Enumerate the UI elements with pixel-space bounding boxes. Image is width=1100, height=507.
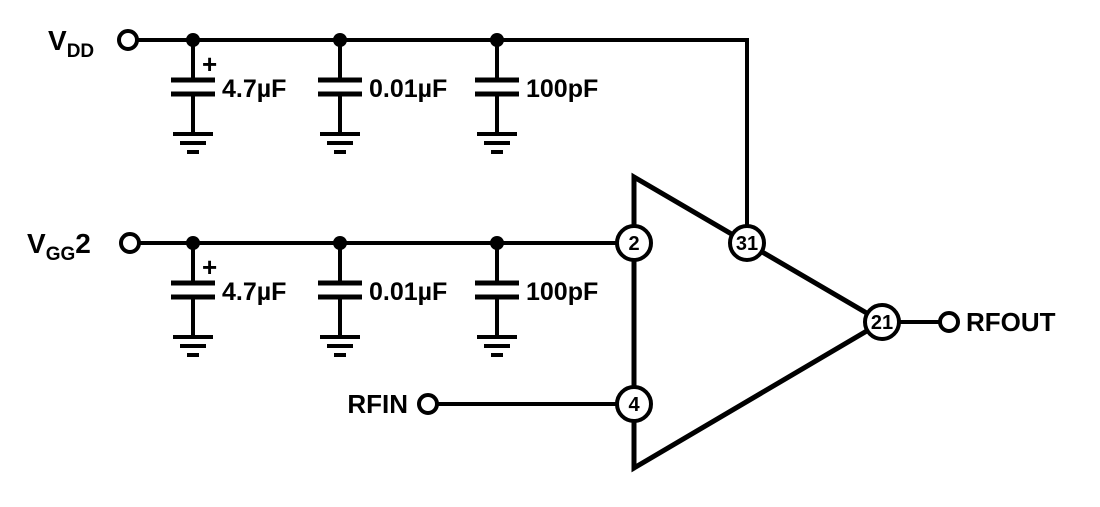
vdd-cap-0u01: 0.01µF [318, 40, 447, 154]
junction-dot [490, 33, 504, 47]
rfout-port: RFOUT [899, 307, 1056, 337]
amplifier-triangle [631, 172, 887, 473]
pin-21-label: 21 [871, 312, 893, 334]
ground-symbol [320, 132, 360, 154]
ground-symbol [320, 335, 360, 357]
pin-4 [615, 385, 653, 423]
pin-31 [728, 224, 766, 262]
pin-4-label: 4 [628, 394, 640, 416]
rfin-port: RFIN [347, 389, 617, 419]
vgg2-rail: VGG2 + 4.7µF 0.01µF [27, 228, 617, 357]
junction-dot [490, 236, 504, 250]
rfin-terminal [417, 393, 439, 415]
vgg2-cap-0u01: 0.01µF [318, 243, 447, 357]
vgg2-cap-4u7: + 4.7µF [171, 243, 286, 357]
amplifier: 2 4 31 21 [615, 172, 901, 473]
junction-dot [333, 236, 347, 250]
rfout-label: RFOUT [966, 307, 1056, 337]
vdd-rail: VDD + 4.7µF 0.01µF [48, 25, 749, 226]
vdd-terminal [117, 29, 139, 51]
capacitor-value: 4.7µF [222, 75, 286, 103]
vdd-rail-wire [137, 38, 749, 226]
ground-symbol [477, 335, 517, 357]
rfout-terminal [938, 311, 960, 333]
capacitor-value: 4.7µF [222, 278, 286, 306]
ground-symbol [477, 132, 517, 154]
ground-symbol [173, 335, 213, 357]
vdd-cap-100p: 100pF [475, 40, 598, 154]
capacitor-value: 0.01µF [369, 75, 447, 103]
polarity-plus: + [202, 49, 217, 79]
capacitor-value: 0.01µF [369, 278, 447, 306]
vgg2-terminal [119, 232, 141, 254]
capacitor-value: 100pF [526, 75, 598, 103]
junction-dot [186, 33, 200, 47]
junction-dot [333, 33, 347, 47]
vgg2-cap-100p: 100pF [475, 243, 598, 357]
pin-31-label: 31 [736, 233, 758, 255]
vdd-label: VDD [48, 25, 94, 62]
capacitor-value: 100pF [526, 278, 598, 306]
pin-2-label: 2 [628, 233, 639, 255]
vgg2-label: VGG2 [27, 228, 91, 265]
vdd-cap-4u7: + 4.7µF [171, 40, 286, 154]
rfin-label: RFIN [347, 389, 408, 419]
ground-symbol [173, 132, 213, 154]
junction-dot [186, 236, 200, 250]
pin-2 [615, 224, 653, 262]
polarity-plus: + [202, 252, 217, 282]
